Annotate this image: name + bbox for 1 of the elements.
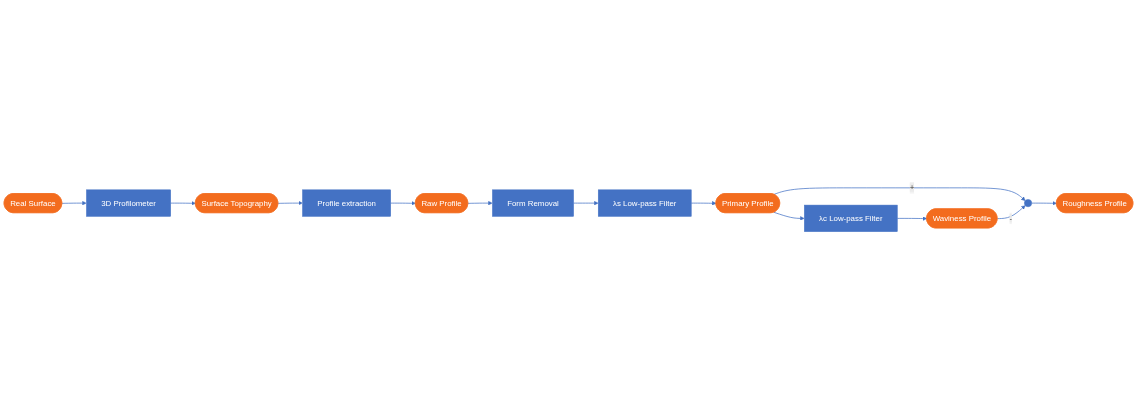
node-circle (1024, 198, 1032, 207)
